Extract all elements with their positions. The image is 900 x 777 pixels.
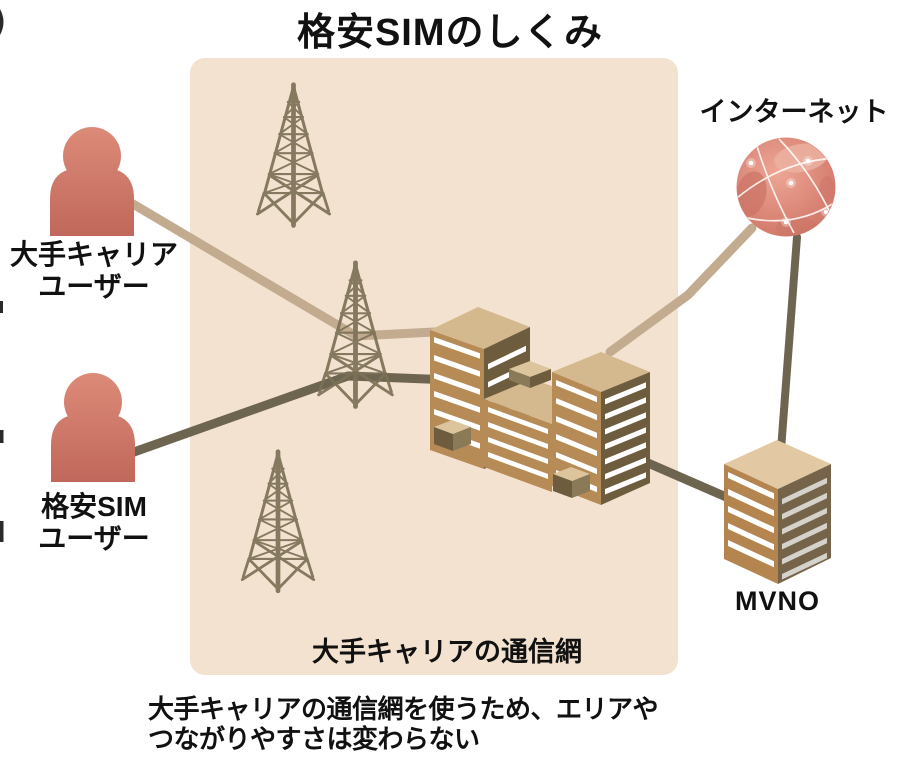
caption: 大手キャリアの通信網を使うため、エリアや つながりやすさは変わらない — [148, 694, 728, 754]
person-icon — [51, 373, 135, 482]
sim-user-label: 格安SIM ユーザー — [0, 491, 188, 555]
server-building-icon — [724, 440, 831, 584]
page-title: 格安SIMのしくみ — [296, 12, 604, 54]
carrier-user-label-line2: ユーザー — [38, 271, 150, 302]
caption-line2: つながりやすさは変わらない — [148, 724, 480, 754]
screenshot-edge-artifact — [0, 9, 4, 542]
line-internet-to-mvno — [777, 233, 801, 454]
sim-user-label-line2: ユーザー — [38, 523, 150, 554]
caption-line1: 大手キャリアの通信網を使うため、エリアや — [148, 694, 659, 724]
carrier-user-label: 大手キャリア ユーザー — [0, 239, 188, 303]
carrier-user-label-line1: 大手キャリア — [9, 239, 178, 270]
network-box-label: 大手キャリアの通信網 — [312, 637, 582, 667]
internet-label: インターネット — [699, 97, 889, 127]
globe-icon — [736, 137, 836, 237]
sim-user-label-line1: 格安SIM — [41, 491, 147, 522]
line-building-to-internet — [605, 223, 757, 357]
person-icon — [50, 127, 134, 236]
office-building-icon — [430, 307, 650, 505]
mvno-label: MVNO — [735, 586, 820, 616]
